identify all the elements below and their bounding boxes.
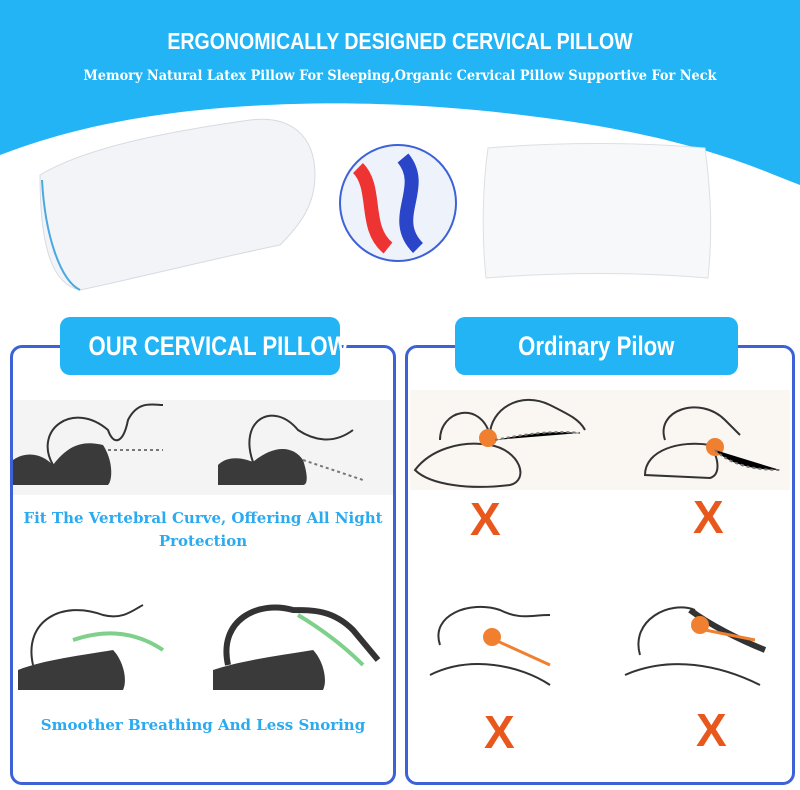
ordinary-pillow-breathing-diagram (429, 605, 767, 686)
page-title: ERGONOMICALLY DESIGNED CERVICAL PILLOW (167, 28, 633, 54)
caption-vertebral-line-2: Protection (158, 532, 248, 550)
our-pillow-label-box: OUR CERVICAL PILLOW (60, 317, 348, 375)
ordinary-pillow-label-box: Ordinary Pilow (455, 317, 738, 375)
airflow-technology-icon (339, 144, 457, 262)
our-pillow-label: OUR CERVICAL PILLOW (88, 331, 349, 361)
caption-vertebral-line-1: Fit The Vertebral Curve, Offering All Ni… (23, 509, 383, 527)
cross-mark-4: X (696, 704, 727, 756)
header-wave-background (0, 0, 800, 185)
caption-breathing: Smoother Breathing And Less Snoring (40, 716, 366, 734)
ordinary-pillow-neck-diagram (410, 390, 790, 490)
cross-mark-1: X (470, 493, 501, 545)
ordinary-pillow-image (482, 143, 712, 279)
breathing-diagram (18, 604, 381, 690)
cross-mark-2: X (693, 491, 724, 543)
neck-support-diagram (13, 400, 393, 495)
cross-mark-3: X (484, 706, 515, 758)
cervical-pillow-image (39, 118, 316, 291)
page-subtitle: Memory Natural Latex Pillow For Sleeping… (83, 68, 717, 84)
ordinary-pillow-label: Ordinary Pilow (518, 331, 675, 361)
